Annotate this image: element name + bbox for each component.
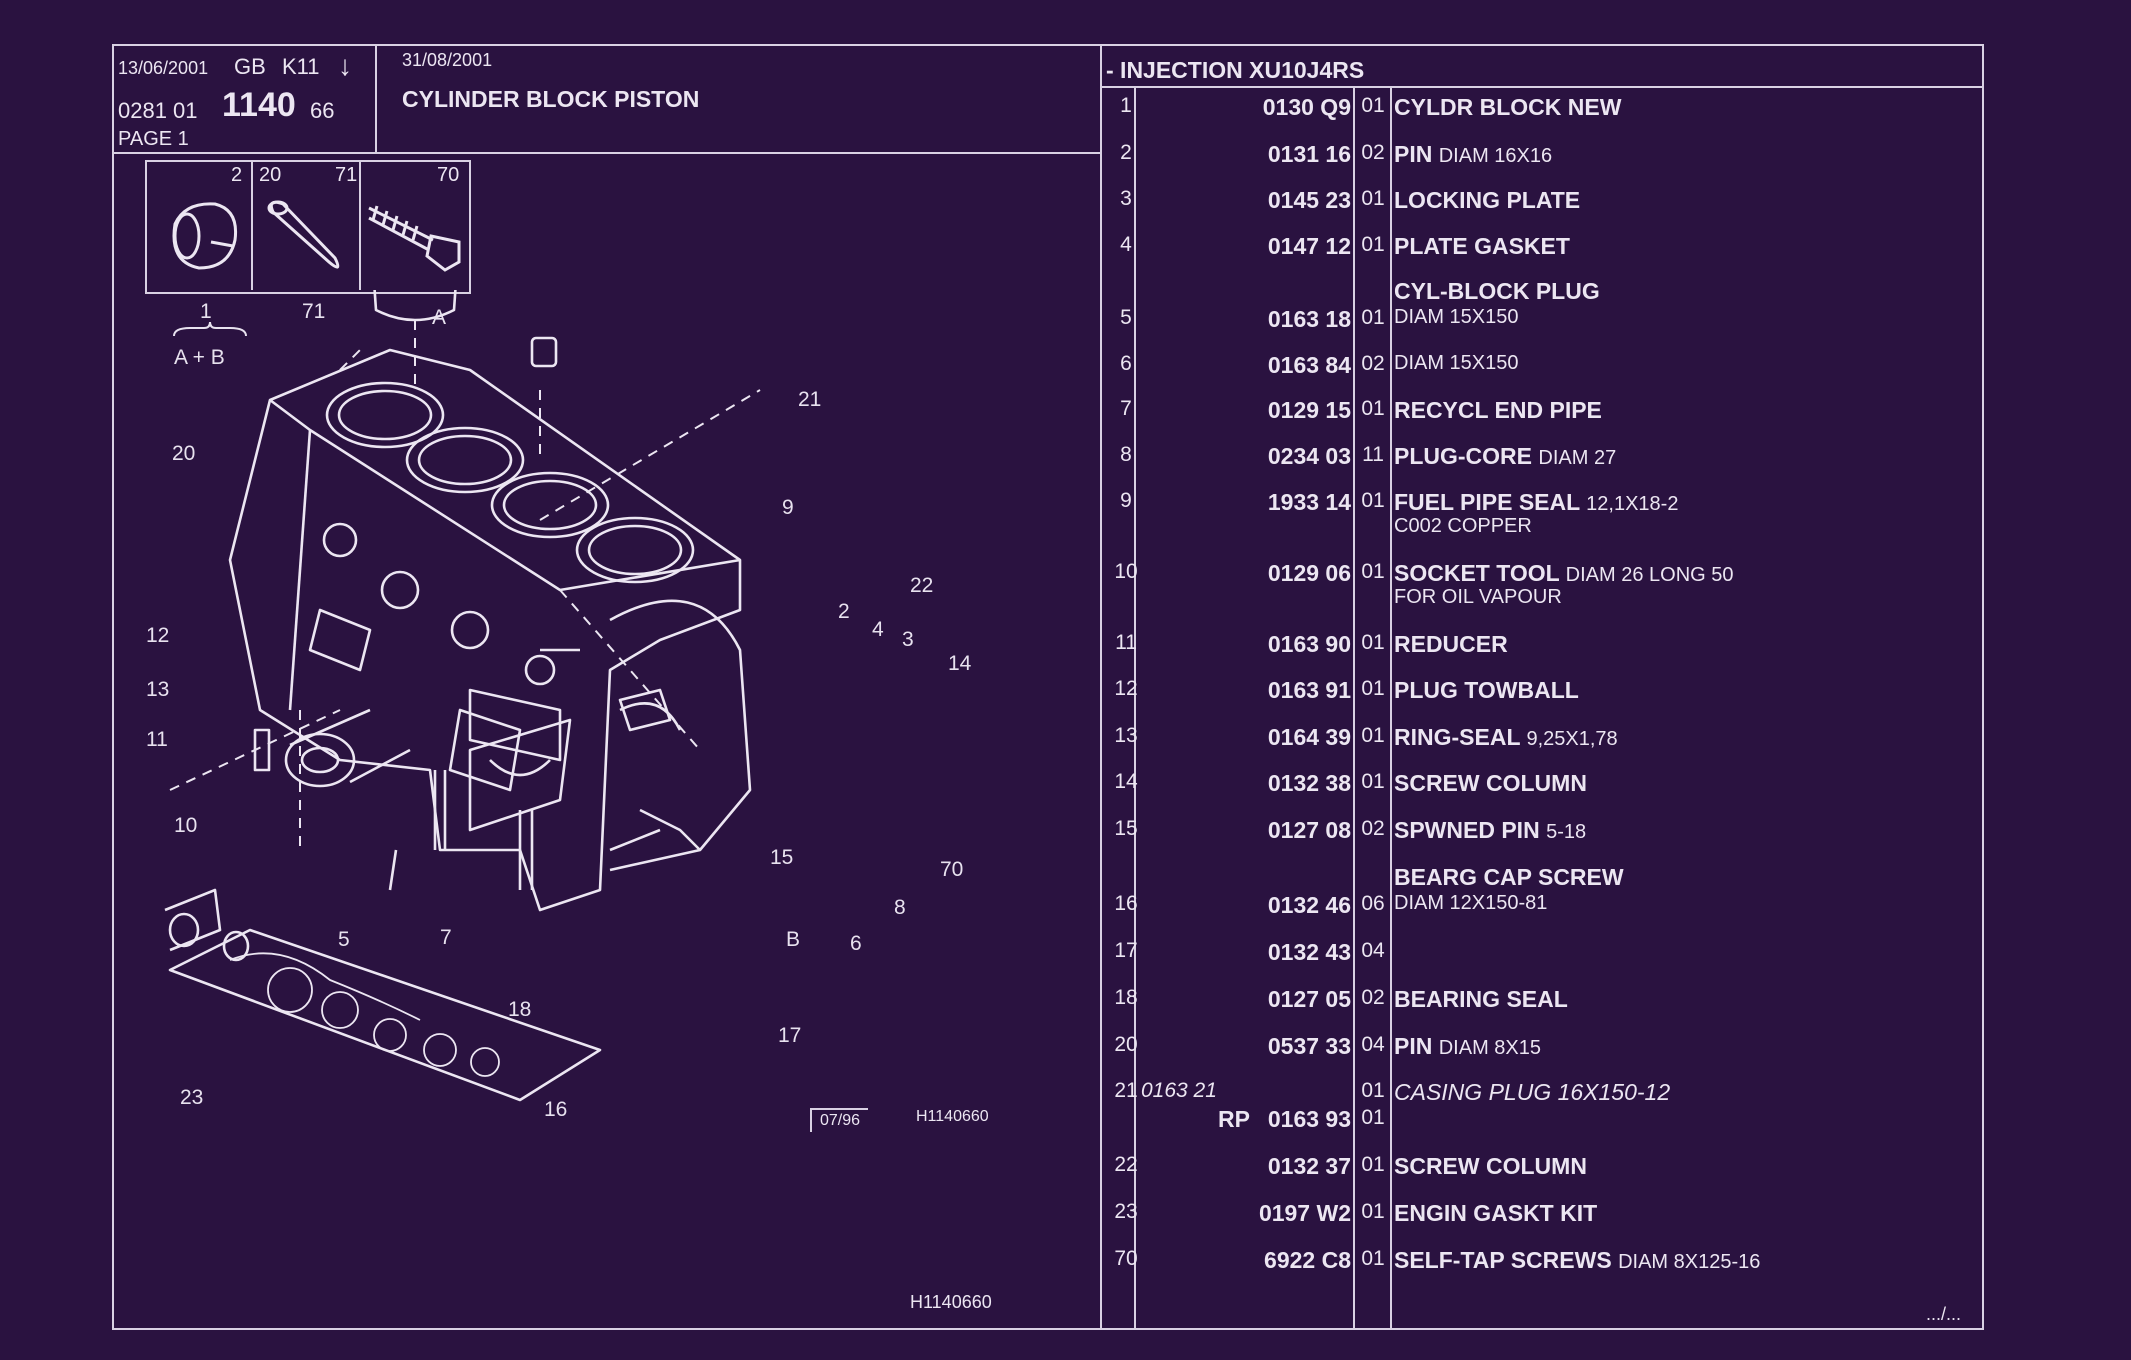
callout-22: 22 [910,574,934,597]
callout-6: 6 [850,932,862,955]
divider-main [1100,44,1102,1330]
col-line-no [1134,86,1136,1330]
continued-marker: .../... [1926,1304,1962,1324]
drawing-date-stamp: 07/96 [810,1108,869,1132]
callout-7: 7 [440,926,452,949]
callout-10: 10 [174,814,198,837]
catalog-sheet [112,44,1984,1330]
callout-4: 4 [872,618,884,641]
callout-13: 13 [146,678,170,701]
engine-block-diagram [164,290,761,1102]
callout-21: 21 [798,388,822,411]
callout-A: A [432,306,447,329]
callout-2: 2 [838,600,850,623]
callout-B: B [786,928,801,951]
divider-header-bottom [112,152,1102,154]
dowel-thumbnail-icon [267,200,340,269]
pin-thumbnail-icon [172,202,238,270]
divider-section [1100,86,1984,88]
header-date-left: 13/06/2001 [118,58,209,78]
callout-5: 5 [338,928,350,951]
callout-15: 15 [770,846,794,869]
group-number: 1 [200,300,212,323]
header-lang: GB [234,54,266,79]
section-title: - INJECTION XU10J4RS [1106,57,1365,83]
header-code: K11 [282,54,320,79]
thumbnail-label-2: 2 [231,164,243,186]
callout-70: 70 [940,858,964,881]
screw-thumbnail-icon [368,205,461,272]
thumbnail-label-71: 71 [335,164,358,186]
callout-71: 71 [302,300,326,323]
col-line-qty-left [1353,86,1355,1330]
callout-17: 17 [778,1024,802,1047]
callout-3: 3 [902,628,914,651]
callout-8: 8 [894,896,906,919]
callout-16: 16 [544,1098,568,1121]
callout-18: 18 [508,998,532,1021]
header-date-right: 31/08/2001 [402,50,493,70]
header-ref-prefix: 0281 01 [118,98,198,123]
callout-14: 14 [948,652,972,675]
callout-9: 9 [782,496,794,519]
group-brace-icon [173,322,247,337]
divider-header [375,44,377,154]
page-title: CYLINDER BLOCK PISTON [402,86,700,112]
group-formula: A + B [174,346,225,369]
col-line-qty-right [1390,86,1392,1330]
drawing-code: H1140660 [916,1108,989,1125]
header-arrow: ↓ [338,50,352,81]
header-page: PAGE 1 [118,128,189,150]
footer-drawing-code: H1140660 [910,1292,992,1312]
header-ref-main: 1140 [222,86,296,124]
callout-12: 12 [146,624,170,647]
header-ref-suffix: 66 [310,98,335,123]
callout-23: 23 [180,1086,204,1109]
thumbnail-label-70: 70 [437,164,460,186]
thumbnail-label-20: 20 [259,164,282,186]
callout-20: 20 [172,442,196,465]
callout-11: 11 [146,728,168,751]
thumbnail-strip: 2 20 71 70 [145,160,471,294]
